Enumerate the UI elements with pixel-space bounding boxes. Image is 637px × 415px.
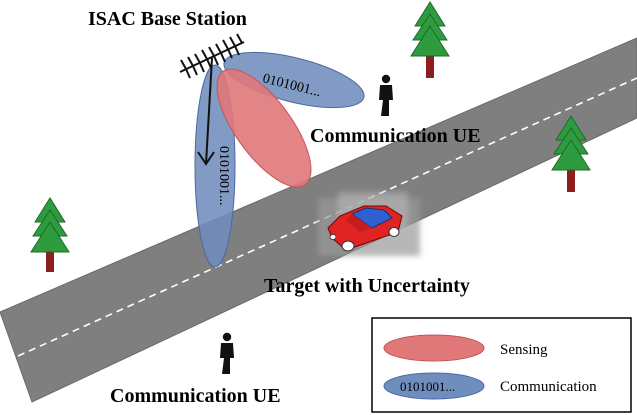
communication-beam-upper: 0101001... (223, 51, 365, 109)
communication-ue-label-top: Communication UE (310, 125, 481, 147)
target-label: Target with Uncertainty (264, 275, 470, 297)
legend: Sensing 0101001... Communication (371, 317, 632, 413)
legend-item-sensing: Sensing (383, 334, 548, 362)
legend-sensing-label: Sensing (500, 342, 548, 358)
antenna-icon (179, 33, 245, 166)
person-icon (220, 332, 234, 374)
communication-ue-label-bottom: Communication UE (110, 385, 281, 407)
car-icon (327, 205, 403, 252)
legend-communication-bits: 0101001... (400, 379, 455, 394)
legend-communication-label: Communication (500, 379, 597, 395)
beam-bits-label: 0101001... (216, 146, 231, 206)
tree-icon (551, 115, 591, 192)
sensing-beam (216, 68, 312, 188)
tree-icon (30, 197, 70, 272)
person-icon (379, 74, 393, 116)
tree-icon (410, 1, 450, 78)
base-station-label: ISAC Base Station (88, 8, 247, 30)
legend-item-communication: 0101001... Communication (383, 372, 597, 400)
